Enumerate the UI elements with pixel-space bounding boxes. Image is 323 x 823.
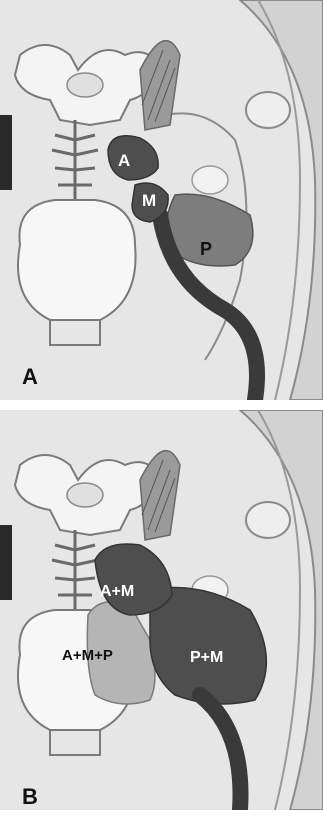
- label-middle: M: [142, 191, 156, 210]
- anatomy-diagram-b: A+M A+M+P P+M B: [0, 410, 323, 810]
- left-edge-structure: [0, 525, 12, 600]
- panel-letter-a: A: [22, 364, 38, 389]
- diagram-panel-b: A+M A+M+P P+M B: [0, 410, 323, 810]
- panel-letter-b: B: [22, 784, 38, 809]
- vertebral-body: [18, 200, 136, 320]
- bowel-loop: [246, 502, 290, 538]
- left-edge-structure: [0, 115, 12, 190]
- bowel-loop: [246, 92, 290, 128]
- vertebral-canal: [67, 483, 103, 507]
- label-posterior: P: [200, 239, 212, 259]
- small-bowel: [192, 166, 228, 194]
- label-anterior-middle: A+M: [100, 583, 134, 600]
- diagram-panel-a: A M P A: [0, 0, 323, 400]
- anatomy-diagram-a: A M P A: [0, 0, 323, 400]
- vertebral-canal: [67, 73, 103, 97]
- label-all-segments: A+M+P: [62, 647, 113, 664]
- label-anterior: A: [118, 151, 130, 170]
- label-posterior-middle: P+M: [190, 649, 223, 666]
